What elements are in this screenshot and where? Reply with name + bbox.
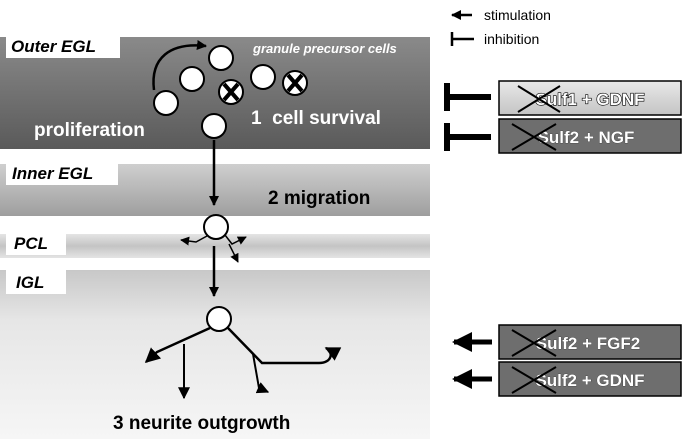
outer-egl-label-box bbox=[6, 33, 120, 58]
migrating-cell-process bbox=[224, 234, 247, 245]
strike-cross bbox=[517, 85, 561, 113]
igl-band bbox=[0, 270, 430, 439]
igl-label: IGL bbox=[16, 273, 44, 292]
strike-cross bbox=[511, 366, 557, 394]
factor-box-sulf2-ngf: Sulf2 + NGF bbox=[498, 118, 682, 154]
factor-name: + FGF2 bbox=[577, 334, 640, 353]
factor-strike: Sulf2 bbox=[535, 371, 577, 390]
precursor-cell bbox=[250, 64, 276, 90]
factor-name: + GDNF bbox=[577, 371, 645, 390]
precursor-cell bbox=[153, 90, 179, 116]
factor-box-sulf2-fgf2: Sulf2 + FGF2 bbox=[498, 324, 682, 360]
dying-cell-cross bbox=[222, 82, 240, 102]
pcl-label-box bbox=[6, 230, 66, 255]
factor-name: + GDNF bbox=[577, 90, 645, 109]
neurite-label: 3 neurite outgrowth bbox=[113, 413, 290, 434]
svg-text:Sulf2 + GDNF: Sulf2 + GDNF bbox=[535, 371, 644, 390]
factor-strike: Sulf2 bbox=[536, 334, 578, 353]
strike-cross bbox=[511, 123, 557, 151]
igl-label-box bbox=[6, 269, 66, 294]
factor-strike: Sulf2 bbox=[538, 128, 580, 147]
neurite bbox=[227, 327, 342, 365]
svg-text:Sulf2 + NGF: Sulf2 + NGF bbox=[538, 128, 635, 147]
migrating-cell-process bbox=[228, 243, 239, 263]
migrating-cell bbox=[203, 214, 229, 240]
inner-egl-label-box bbox=[6, 160, 118, 185]
svg-text:Sulf2 + FGF2: Sulf2 + FGF2 bbox=[536, 334, 640, 353]
dying-cell-cross bbox=[286, 73, 304, 93]
neurite bbox=[252, 353, 270, 394]
outer-egl-label: Outer EGL bbox=[11, 37, 96, 56]
legend-inhibition-label: inhibition bbox=[484, 31, 539, 47]
factor-name: + NGF bbox=[579, 128, 634, 147]
proliferation-arrow bbox=[152, 40, 207, 91]
strike-cross bbox=[511, 329, 557, 357]
legend-stimulation-label: stimulation bbox=[484, 7, 551, 23]
proliferation-label: proliferation bbox=[34, 120, 145, 141]
factor-box-sulf1-gdnf: Sulf1 + GDNF bbox=[498, 80, 682, 116]
mature-cell bbox=[206, 306, 232, 332]
pcl-label: PCL bbox=[14, 234, 48, 253]
precursor-cell bbox=[179, 66, 205, 92]
granule-cells-label: granule precursor cells bbox=[252, 41, 397, 56]
migrating-cell-process bbox=[180, 235, 208, 246]
factor-box-sulf2-gdnf: Sulf2 + GDNF bbox=[498, 361, 682, 397]
migration-label: 2 migration bbox=[268, 188, 370, 209]
inner-egl-label: Inner EGL bbox=[12, 164, 93, 183]
survival-label: 1 cell survival bbox=[251, 108, 381, 129]
neurite bbox=[144, 326, 211, 364]
precursor-cell bbox=[208, 45, 234, 71]
precursor-cell bbox=[201, 113, 227, 139]
